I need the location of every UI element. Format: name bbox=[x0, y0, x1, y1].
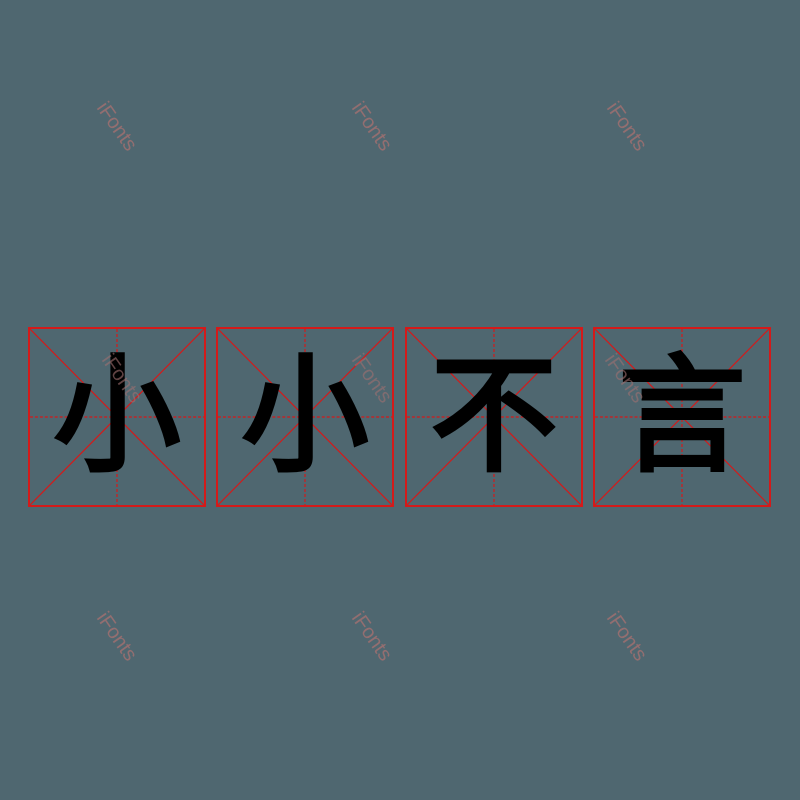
mi-grid-icon bbox=[218, 329, 392, 505]
glyph: 小 bbox=[52, 342, 181, 491]
glyph: 言 bbox=[617, 342, 746, 491]
character-cell-4: 言 bbox=[593, 327, 771, 507]
watermark: iFonts bbox=[601, 98, 652, 156]
watermark: iFonts bbox=[346, 608, 397, 666]
glyph: 不 bbox=[429, 342, 558, 491]
mi-grid-icon bbox=[407, 329, 581, 505]
watermark: iFonts bbox=[346, 98, 397, 156]
watermark: iFonts bbox=[601, 608, 652, 666]
watermark: iFonts bbox=[91, 608, 142, 666]
glyph: 小 bbox=[240, 342, 369, 491]
watermark: iFonts bbox=[91, 98, 142, 156]
character-cell-3: 不 bbox=[405, 327, 583, 507]
mi-grid-icon bbox=[30, 329, 204, 505]
character-cell-2: 小 bbox=[216, 327, 394, 507]
mi-grid-icon bbox=[595, 329, 769, 505]
character-cell-1: 小 bbox=[28, 327, 206, 507]
